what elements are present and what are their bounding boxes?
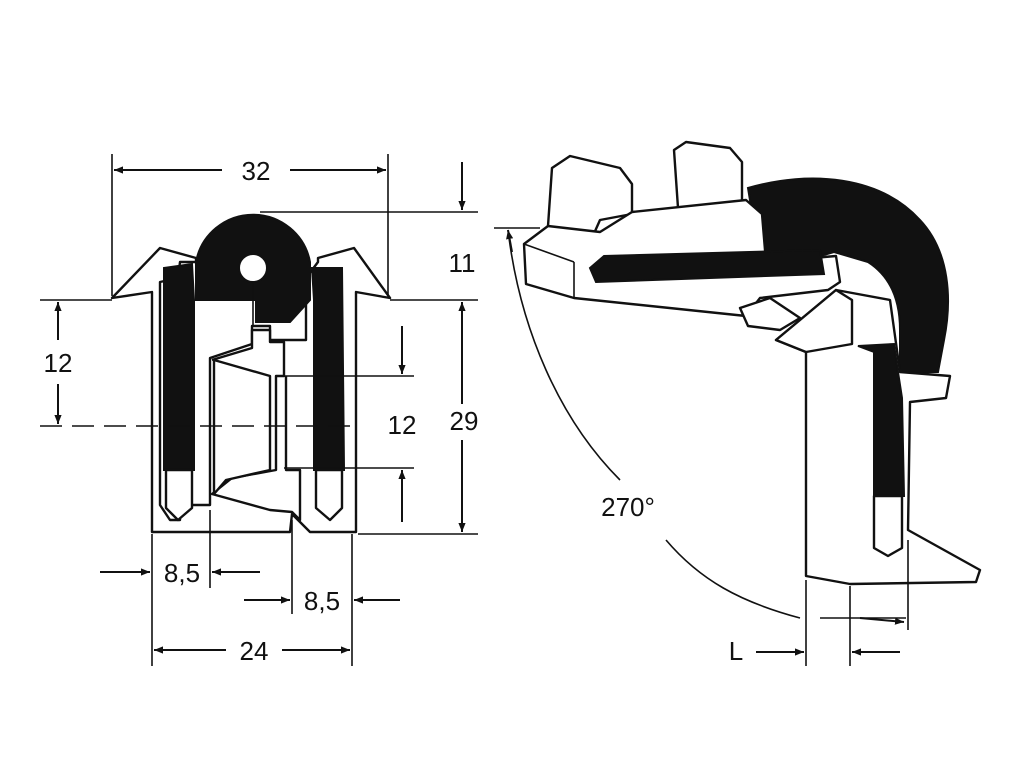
dim-slot-right: 8,5 <box>304 586 340 616</box>
dim-angle: 270° <box>601 492 655 522</box>
vertical-dark <box>857 342 906 497</box>
dim-width-bottom: 24 <box>240 636 269 666</box>
dim-length: L <box>729 636 743 666</box>
curved-channel <box>746 177 949 373</box>
dim-slot-left: 8,5 <box>164 558 200 588</box>
vertical-slot <box>872 494 904 558</box>
top-tab-right <box>672 140 744 210</box>
hinge-block <box>738 296 802 332</box>
right-leg-slot <box>314 468 344 522</box>
dim-left-height: 12 <box>44 348 73 378</box>
left-leg-slot <box>164 468 194 522</box>
dim-width-top: 32 <box>242 156 271 186</box>
dim-height-top: 11 <box>449 248 476 278</box>
left-arm-dark <box>163 262 195 471</box>
cable-hole <box>238 253 268 283</box>
front-view: 32 11 12 12 29 8,5 8,5 24 <box>40 154 478 666</box>
arm-inner-slot <box>588 248 826 284</box>
right-arm-dark <box>310 267 346 471</box>
dim-center-height: 12 <box>388 410 417 440</box>
dim-total-height: 29 <box>450 406 479 436</box>
inner-latch <box>210 328 302 522</box>
side-view: 270° L <box>494 140 982 666</box>
